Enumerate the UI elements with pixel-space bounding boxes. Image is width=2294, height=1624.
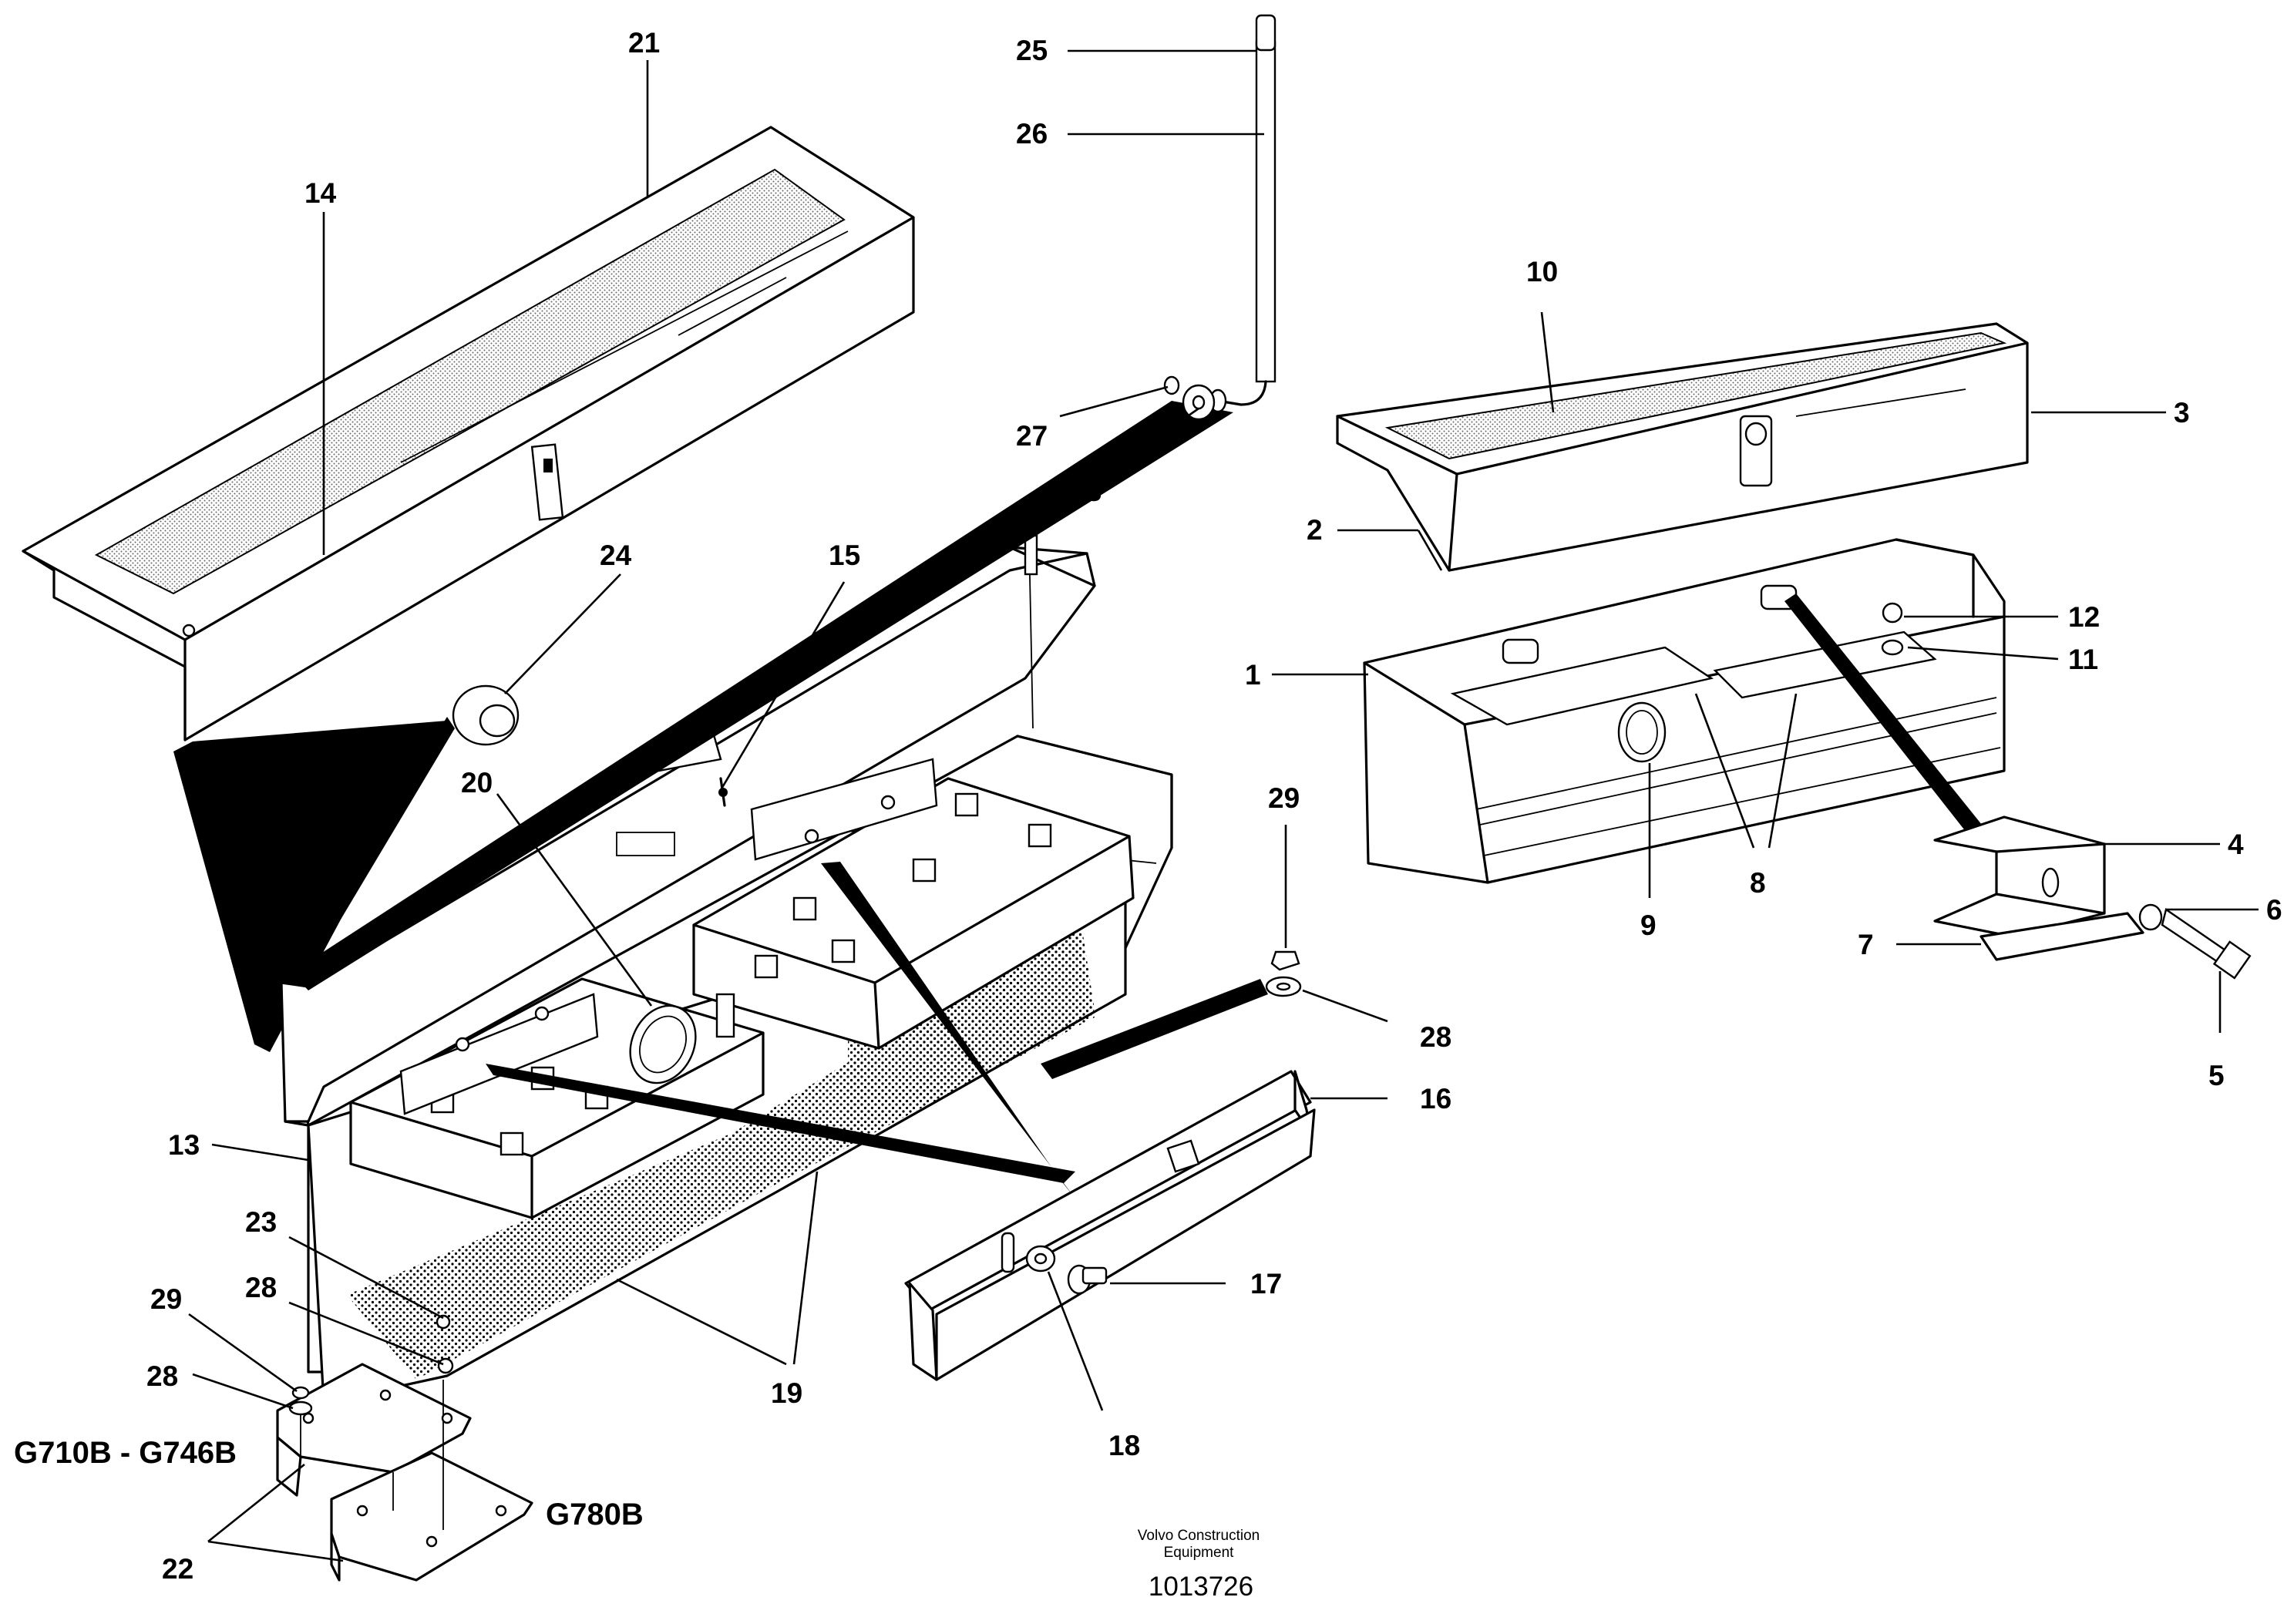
callout-28-left-a: 28 [245, 1272, 277, 1303]
arrow-lid-hinge [285, 717, 455, 987]
callout-29-left: 29 [150, 1283, 182, 1315]
callout-20: 20 [461, 767, 493, 799]
callout-13: 13 [168, 1129, 200, 1161]
callout-26: 26 [1016, 118, 1048, 150]
leader-lines [188, 49, 2259, 1562]
callout-27: 27 [1016, 420, 1048, 452]
battery-box-lid-right [1336, 322, 2029, 572]
callout-4: 4 [2228, 829, 2244, 860]
variant-label-left: G710B - G746B [14, 1436, 237, 1470]
callout-14: 14 [304, 177, 337, 209]
callout-8: 8 [1750, 867, 1766, 899]
callout-10: 10 [1526, 256, 1558, 287]
variant-label-right: G780B [546, 1498, 644, 1532]
callout-25: 25 [1016, 35, 1048, 66]
callout-21: 21 [628, 27, 660, 59]
nut-washer-middle [1265, 950, 1302, 997]
callout-labels: 1 2 3 4 5 6 7 8 9 10 11 12 13 14 15 16 1… [146, 27, 2282, 1585]
callout-24: 24 [600, 540, 632, 571]
callout-28-mid: 28 [1420, 1021, 1451, 1053]
arrow-19b [486, 1064, 1075, 1183]
callout-19: 19 [771, 1377, 802, 1409]
company-name-line1: Volvo Construction [1138, 1528, 1260, 1544]
callout-12: 12 [2068, 601, 2100, 633]
callout-7: 7 [1858, 929, 1874, 960]
callout-9: 9 [1640, 910, 1657, 941]
callout-22: 22 [162, 1553, 193, 1585]
arrow-16 [1041, 979, 1268, 1079]
callout-16: 16 [1420, 1083, 1451, 1115]
mounting-rail [904, 1070, 1316, 1381]
callout-28-left-b: 28 [146, 1360, 178, 1392]
callout-23: 23 [245, 1206, 277, 1238]
document-number: 1013726 [1149, 1572, 1253, 1602]
callout-11: 11 [2068, 644, 2098, 675]
callout-6: 6 [2266, 894, 2282, 926]
callout-18-top: 18 [1070, 476, 1102, 507]
callout-5: 5 [2208, 1060, 2225, 1091]
rubber-knob-24 [452, 684, 520, 746]
mounting-plates [276, 1363, 533, 1582]
footer: Volvo Construction Equipment 1013726 [1138, 1528, 1260, 1602]
batteries [349, 758, 1135, 1374]
support-rod [1163, 14, 1276, 421]
callout-1: 1 [1245, 659, 1261, 691]
callout-3: 3 [2174, 397, 2190, 429]
callout-18-bottom: 18 [1108, 1430, 1140, 1461]
arrow-bracket [1784, 593, 1985, 836]
arrow-18-rod [291, 401, 1233, 990]
arrow-19a [821, 862, 1075, 1199]
company-name-line2: Equipment [1164, 1545, 1235, 1561]
callout-2: 2 [1307, 514, 1323, 546]
bracket-assembly [1933, 815, 2252, 980]
callout-17: 17 [1250, 1268, 1282, 1300]
battery-box-right [1363, 538, 2006, 884]
battery-box-lid-left [22, 126, 915, 1052]
callout-29-mid: 29 [1268, 782, 1300, 814]
callout-15: 15 [829, 540, 860, 571]
